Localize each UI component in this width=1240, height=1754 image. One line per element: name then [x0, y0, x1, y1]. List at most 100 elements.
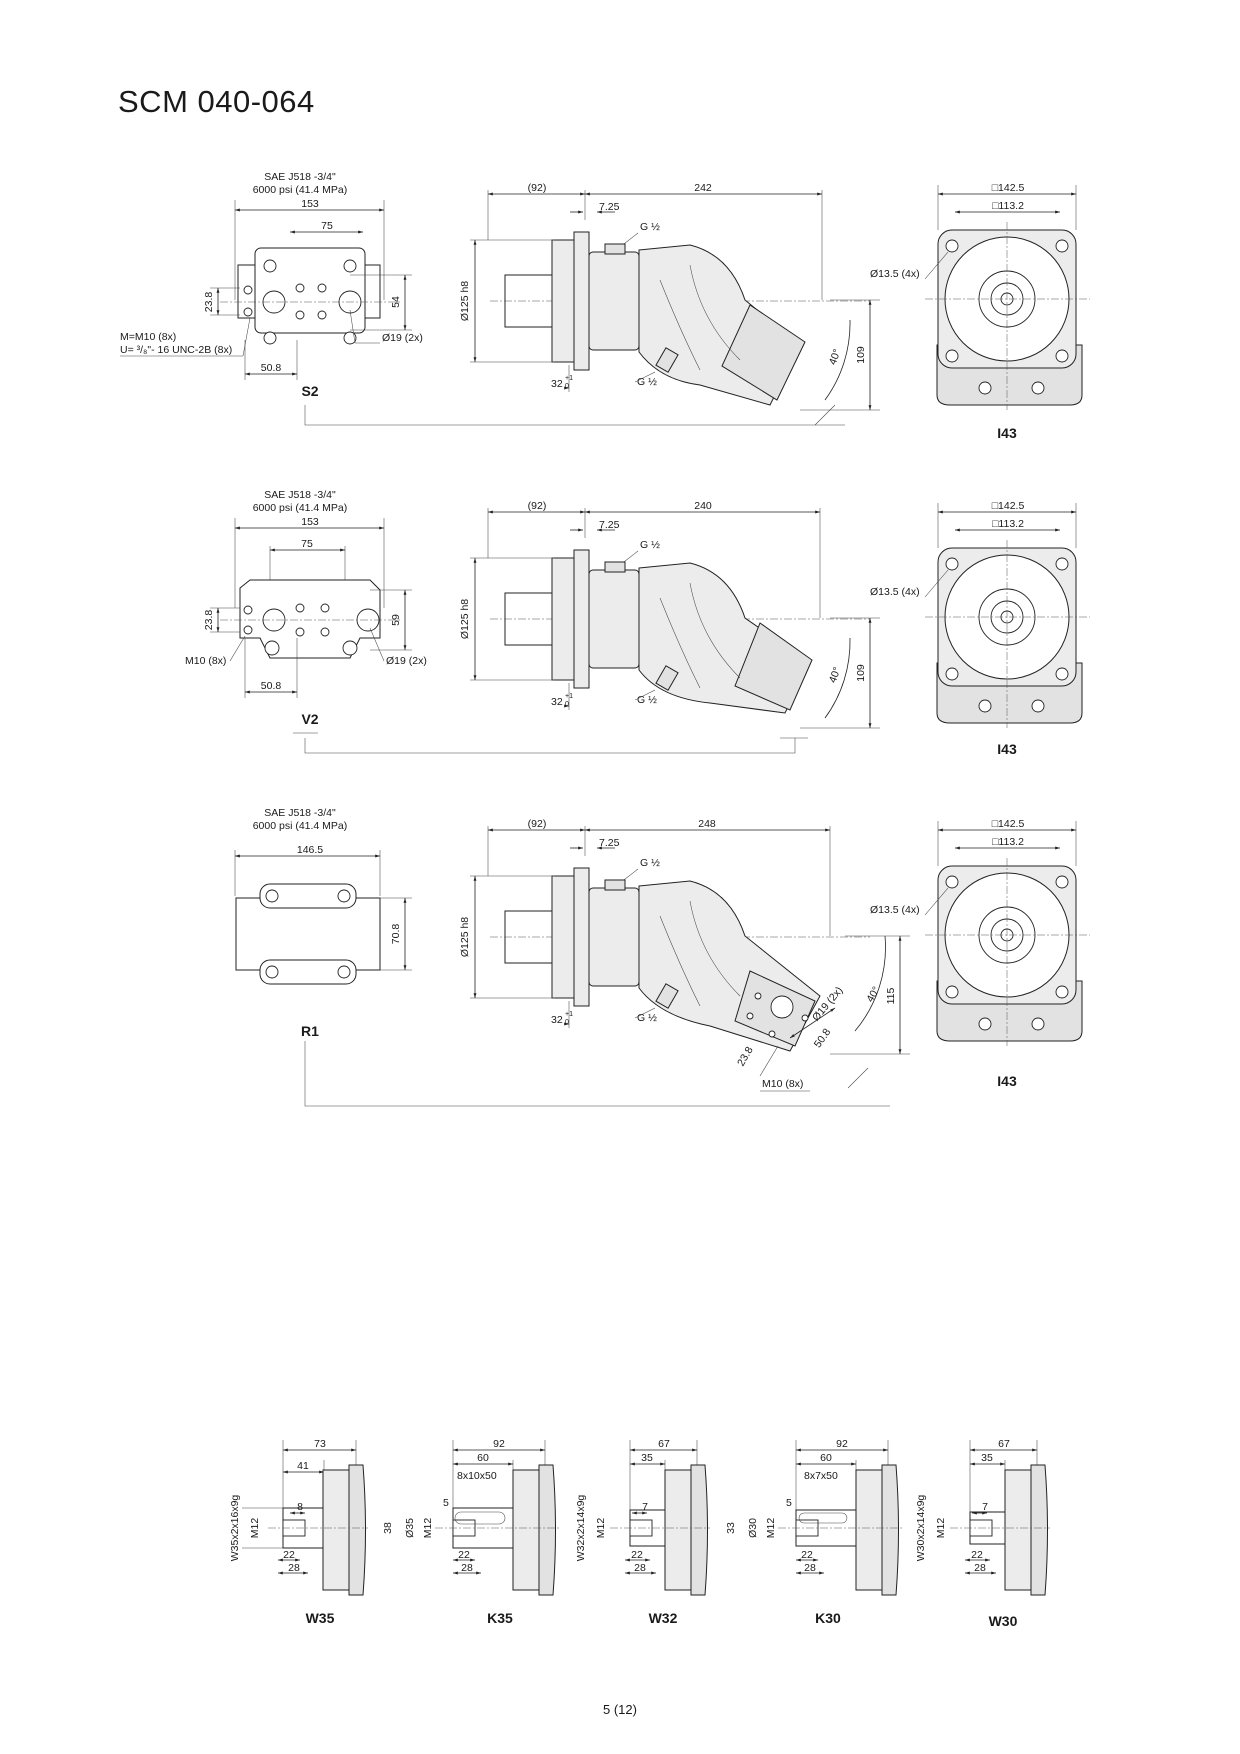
flange-width: 153: [301, 516, 319, 528]
port-bottom: G ½: [637, 694, 657, 706]
bolt-spacing: 75: [321, 220, 333, 232]
flange-width: 146.5: [297, 844, 323, 856]
dim-step: 5: [786, 1497, 792, 1509]
row-v2: SAE J518 -3/4" 6000 psi (41.4 MPa) 153 7…: [185, 489, 1090, 757]
length-front: (92): [528, 182, 547, 194]
mount-holes: Ø13.5 (4x): [870, 268, 920, 280]
view-label: I43: [997, 425, 1017, 441]
shaft-w35: 73 41 8 W35x2x16x9g M12 22 28 W35: [229, 1438, 368, 1626]
offset-dim: 23.8: [203, 610, 215, 631]
port-spec-line2: 6000 psi (41.4 MPa): [253, 820, 348, 832]
side-view-r1: (92) 248 7.25 G ½ Ø125 h8: [304, 818, 910, 1107]
dim-thread: M12: [249, 1518, 261, 1539]
shaft-w30: 67 35 7 W30x2x14x9g M12 22 28 W30: [915, 1438, 1050, 1629]
flange-label-s2: S2: [301, 383, 318, 399]
thread-line-1: M=M10 (8x): [120, 331, 176, 343]
dim-22: 22: [971, 1549, 983, 1561]
view-label: I43: [997, 1073, 1017, 1089]
dim-spline: W30x2x14x9g: [915, 1495, 927, 1562]
side-view-v2: (92) 240 7.25 G ½ Ø125 h8 32 G: [293, 500, 880, 754]
square-outer: □142.5: [992, 182, 1025, 194]
dim-depth: 35: [641, 1452, 653, 1464]
dim-total: 73: [314, 1438, 326, 1450]
length-front: (92): [528, 500, 547, 512]
side-view-s2: (92) 242 7.25 G ½ Ø125 h8 32 G: [304, 182, 880, 426]
shaft-label: W30: [989, 1613, 1018, 1629]
dim-28: 28: [288, 1562, 300, 1574]
dim-key: 8x10x50: [457, 1470, 497, 1482]
dim-dia: Ø30: [747, 1518, 759, 1538]
shaft-label: K35: [487, 1610, 513, 1626]
flange-thk: 7.25: [599, 837, 620, 849]
row-r1: SAE J518 -3/4" 6000 psi (41.4 MPa) 146.5…: [234, 807, 1090, 1107]
port-height: 70.8: [390, 924, 402, 945]
end-view-s2: □142.5 □113.2 Ø13.5 (4x) I43: [870, 182, 1090, 441]
dim-thread: M12: [595, 1518, 607, 1539]
end-view-v2: □142.5 □113.2 Ø13.5 (4x) I43: [870, 500, 1090, 757]
thread-line-2: U= ³/₈"- 16 UNC-2B (8x): [120, 344, 232, 356]
flange-view-r1: SAE J518 -3/4" 6000 psi (41.4 MPa) 146.5…: [234, 807, 412, 1039]
port-spec-line1: SAE J518 -3/4": [264, 171, 336, 183]
length-total: 240: [694, 500, 712, 512]
end-view-r1: □142.5 □113.2 Ø13.5 (4x) I43: [870, 818, 1090, 1089]
dim-key: 8x7x50: [804, 1470, 838, 1482]
dim-28: 28: [634, 1562, 646, 1574]
dim-bore: 7: [642, 1501, 648, 1513]
flange-width: 153: [301, 198, 319, 210]
dim-total: 92: [493, 1438, 505, 1450]
port-spec-line2: 6000 psi (41.4 MPa): [253, 502, 348, 514]
dim-depth: 60: [820, 1452, 832, 1464]
pilot-dia: Ø125 h8: [459, 599, 471, 639]
square-inner: □113.2: [992, 200, 1024, 212]
bolt-spacing: 75: [301, 538, 313, 550]
thread: M10 (8x): [762, 1078, 803, 1090]
port-spec-line1: SAE J518 -3/4": [264, 489, 336, 501]
bolt-pitch: 50.8: [261, 680, 282, 692]
bolt-pitch: 50.8: [261, 362, 282, 374]
flange-label-v2: V2: [301, 711, 318, 727]
port-top: G ½: [640, 539, 660, 551]
tolerance-lower: 0: [565, 383, 569, 390]
flange-label-r1: R1: [301, 1023, 319, 1039]
dim-bore: 7: [982, 1501, 988, 1513]
dim-spline: W35x2x16x9g: [229, 1495, 241, 1562]
offset-dim: 23.8: [735, 1045, 756, 1069]
tolerance-lower: 0: [565, 1019, 569, 1026]
offset-dim: 23.8: [203, 292, 215, 313]
dim-h: 33: [725, 1522, 737, 1534]
shaft-k35: 92 60 8x10x50 5 38 Ø35 M12 22 28 K35: [382, 1438, 560, 1626]
port-bottom: G ½: [637, 1012, 657, 1024]
pilot-dia: Ø125 h8: [459, 917, 471, 957]
dim-bore: 8: [297, 1501, 303, 1513]
dim-depth: 35: [981, 1452, 993, 1464]
port-bottom: G ½: [637, 376, 657, 388]
tolerance-upper: +1: [565, 1011, 573, 1018]
flange-view-v2: SAE J518 -3/4" 6000 psi (41.4 MPa) 153 7…: [185, 489, 427, 727]
dim-thread: M12: [935, 1518, 947, 1539]
dim-total: 67: [998, 1438, 1010, 1450]
dim-depth: 60: [477, 1452, 489, 1464]
dim-22: 22: [631, 1549, 643, 1561]
port-spec-line1: SAE J518 -3/4": [264, 807, 336, 819]
mount-holes: Ø13.5 (4x): [870, 904, 920, 916]
shaft-offset: 32: [551, 696, 563, 708]
length-total: 248: [698, 818, 716, 830]
page-number: 5 (12): [603, 1702, 637, 1717]
tolerance-upper: +1: [565, 693, 573, 700]
length-front: (92): [528, 818, 547, 830]
port-height: 59: [390, 614, 402, 626]
angle: 40°: [827, 665, 844, 684]
shaft-label: K30: [815, 1610, 841, 1626]
dim-28: 28: [804, 1562, 816, 1574]
thread-line-1: M10 (8x): [185, 655, 226, 667]
shaft-offset: 32: [551, 378, 563, 390]
shaft-k30: 92 60 8x7x50 5 33 Ø30 M12 22 28 K30: [725, 1438, 903, 1626]
port-height: 54: [390, 296, 402, 308]
shaft-w32: 67 35 7 W32x2x14x9g M12 22 28 W32: [575, 1438, 710, 1626]
dim-step: 5: [443, 1497, 449, 1509]
bolt-pitch: 50.8: [812, 1026, 834, 1050]
tolerance-lower: 0: [565, 701, 569, 708]
page-title: SCM 040-064: [118, 84, 315, 119]
dim-thread: M12: [765, 1518, 777, 1539]
